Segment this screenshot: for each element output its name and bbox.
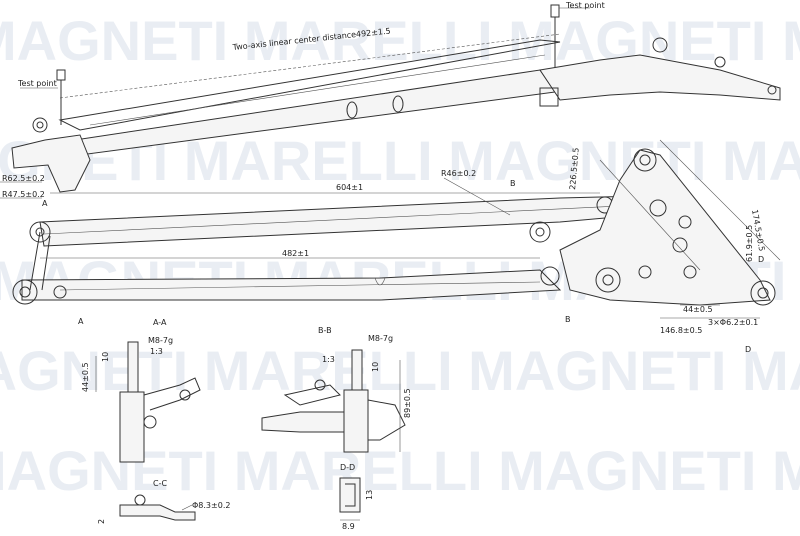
bracket-mount-top	[633, 148, 657, 172]
section-marker-a-top: A	[42, 199, 48, 208]
left-pivot-bolt-core	[36, 121, 44, 129]
dim-r62: R62.5±0.2	[2, 174, 45, 183]
section-aa-d44: 44±0.5	[81, 362, 90, 392]
section-aa-shaft	[127, 341, 139, 393]
section-dd-title: D-D	[340, 463, 355, 472]
section-cc-hole: Φ8.3±0.2	[192, 501, 230, 510]
section-cc-leader	[181, 504, 193, 511]
lower-link-notch	[374, 277, 386, 286]
left-lower-pin	[53, 285, 67, 299]
section-bb-d10: 10	[371, 362, 380, 372]
rod-slot-1	[346, 101, 358, 119]
section-bb-d89: 89±0.5	[403, 388, 412, 418]
right-bracket-bolt-2	[714, 56, 726, 68]
section-bb-thread: M8-7g	[368, 334, 393, 343]
section-marker-b-top: B	[510, 179, 516, 188]
bracket-hole-4	[683, 265, 697, 279]
bracket-mount-right-core	[757, 287, 769, 299]
front-view: R62.5±0.2 R47.5±0.2 604±1 482±1 R46±0.2 …	[0, 139, 781, 354]
left-pivot-housing	[11, 134, 91, 193]
section-bb-bracket	[367, 399, 406, 441]
bracket-mount-right	[750, 280, 776, 306]
dim-r46: R46±0.2	[441, 169, 476, 178]
section-dd-channel	[345, 483, 356, 507]
section-aa-thread: M8-7g	[148, 336, 173, 345]
bracket-hole-2	[672, 237, 688, 253]
right-test-point-label: Test point	[565, 1, 605, 10]
right-bracket-hole	[767, 85, 777, 95]
left-pivot-bolt	[32, 117, 48, 133]
section-dd-profile	[339, 477, 361, 513]
section-cc-plate	[119, 504, 196, 521]
section-bb-shaft	[351, 349, 363, 391]
right-motor-tab	[539, 87, 559, 107]
lower-link-centerline	[59, 281, 541, 291]
dim-holes: 3×Φ6.2±0.1	[708, 318, 758, 327]
section-bb-pin	[314, 379, 326, 391]
motor-shaft-core	[602, 274, 614, 286]
dim-604: 604±1	[336, 183, 363, 192]
watermark: MAGNETI MARELLI MAGNETI MARELLI MAGNETI …	[0, 9, 800, 502]
section-cc-title: C-C	[153, 479, 167, 488]
dim-r47: R47.5±0.2	[2, 190, 45, 199]
top-rod-centerline	[89, 54, 546, 126]
lower-link-bar	[21, 269, 562, 301]
left-lower-joint-core	[19, 286, 31, 298]
middle-joint-upper-core	[535, 227, 545, 237]
left-upper-joint-core	[35, 227, 45, 237]
dim-146: 146.8±0.5	[660, 326, 702, 335]
section-aa: A-A M8-7g 1:3 10 44±0.5	[81, 318, 201, 463]
upper-link-centerline	[43, 204, 641, 235]
section-cc-bolt	[134, 494, 146, 506]
motor-shaft-boss	[595, 267, 621, 293]
bracket-mount-top-core	[639, 154, 651, 166]
left-test-point-label: Test point	[17, 79, 57, 88]
right-pivot-bracket	[539, 54, 781, 101]
dim-line-174	[659, 139, 781, 261]
section-marker-b-bottom: B	[565, 315, 571, 324]
section-aa-bolt	[143, 415, 157, 429]
dim-61: 61.9±0.5	[745, 225, 754, 262]
section-aa-ratio: 1:3	[150, 347, 163, 356]
bracket-pivot-upper	[649, 199, 667, 217]
bracket-hole-1	[678, 215, 692, 229]
section-bb-ratio: 1:3	[322, 355, 335, 364]
section-marker-a-bottom: A	[78, 317, 84, 326]
dim-44: 44±0.5	[683, 305, 713, 314]
section-bb-housing	[343, 389, 369, 453]
center-distance-line	[59, 33, 561, 99]
section-bb-arm	[283, 384, 341, 406]
section-dd: D-D 8.9 13	[339, 463, 374, 531]
middle-joint-lower	[540, 266, 560, 286]
section-dd-d89: 8.9	[342, 522, 355, 531]
bracket-hole-3	[638, 265, 652, 279]
middle-joint-upper	[529, 221, 551, 243]
section-cc-d2: 2	[97, 519, 106, 524]
section-bb-link	[261, 411, 345, 433]
rod-slot-2	[392, 95, 404, 113]
dim-226: 226.5±0.5	[568, 147, 581, 190]
section-bb: B-B M8-7g 1:3 10 89±0.5	[261, 326, 412, 453]
dim-482: 482±1	[282, 249, 309, 258]
section-aa-housing	[119, 391, 145, 463]
section-marker-d-bottom: D	[745, 345, 751, 354]
left-lower-joint	[12, 279, 38, 305]
section-aa-d10: 10	[101, 352, 110, 362]
right-bracket-bolt-1	[652, 37, 668, 53]
section-aa-title: A-A	[153, 318, 167, 327]
section-dd-d13: 13	[365, 490, 374, 500]
motor-bracket-plate	[559, 149, 771, 306]
left-upper-joint	[29, 221, 51, 243]
dim-leader-r46	[443, 177, 511, 216]
section-aa-pin	[179, 389, 191, 401]
section-bb-title: B-B	[318, 326, 332, 335]
upper-link-bar	[39, 195, 651, 247]
top-rod-upper	[58, 39, 561, 131]
section-aa-arm	[143, 377, 201, 411]
section-cc: C-C Φ8.3±0.2 2	[97, 479, 230, 524]
section-marker-d-right: D	[758, 255, 764, 264]
dim-line-226	[599, 159, 701, 271]
